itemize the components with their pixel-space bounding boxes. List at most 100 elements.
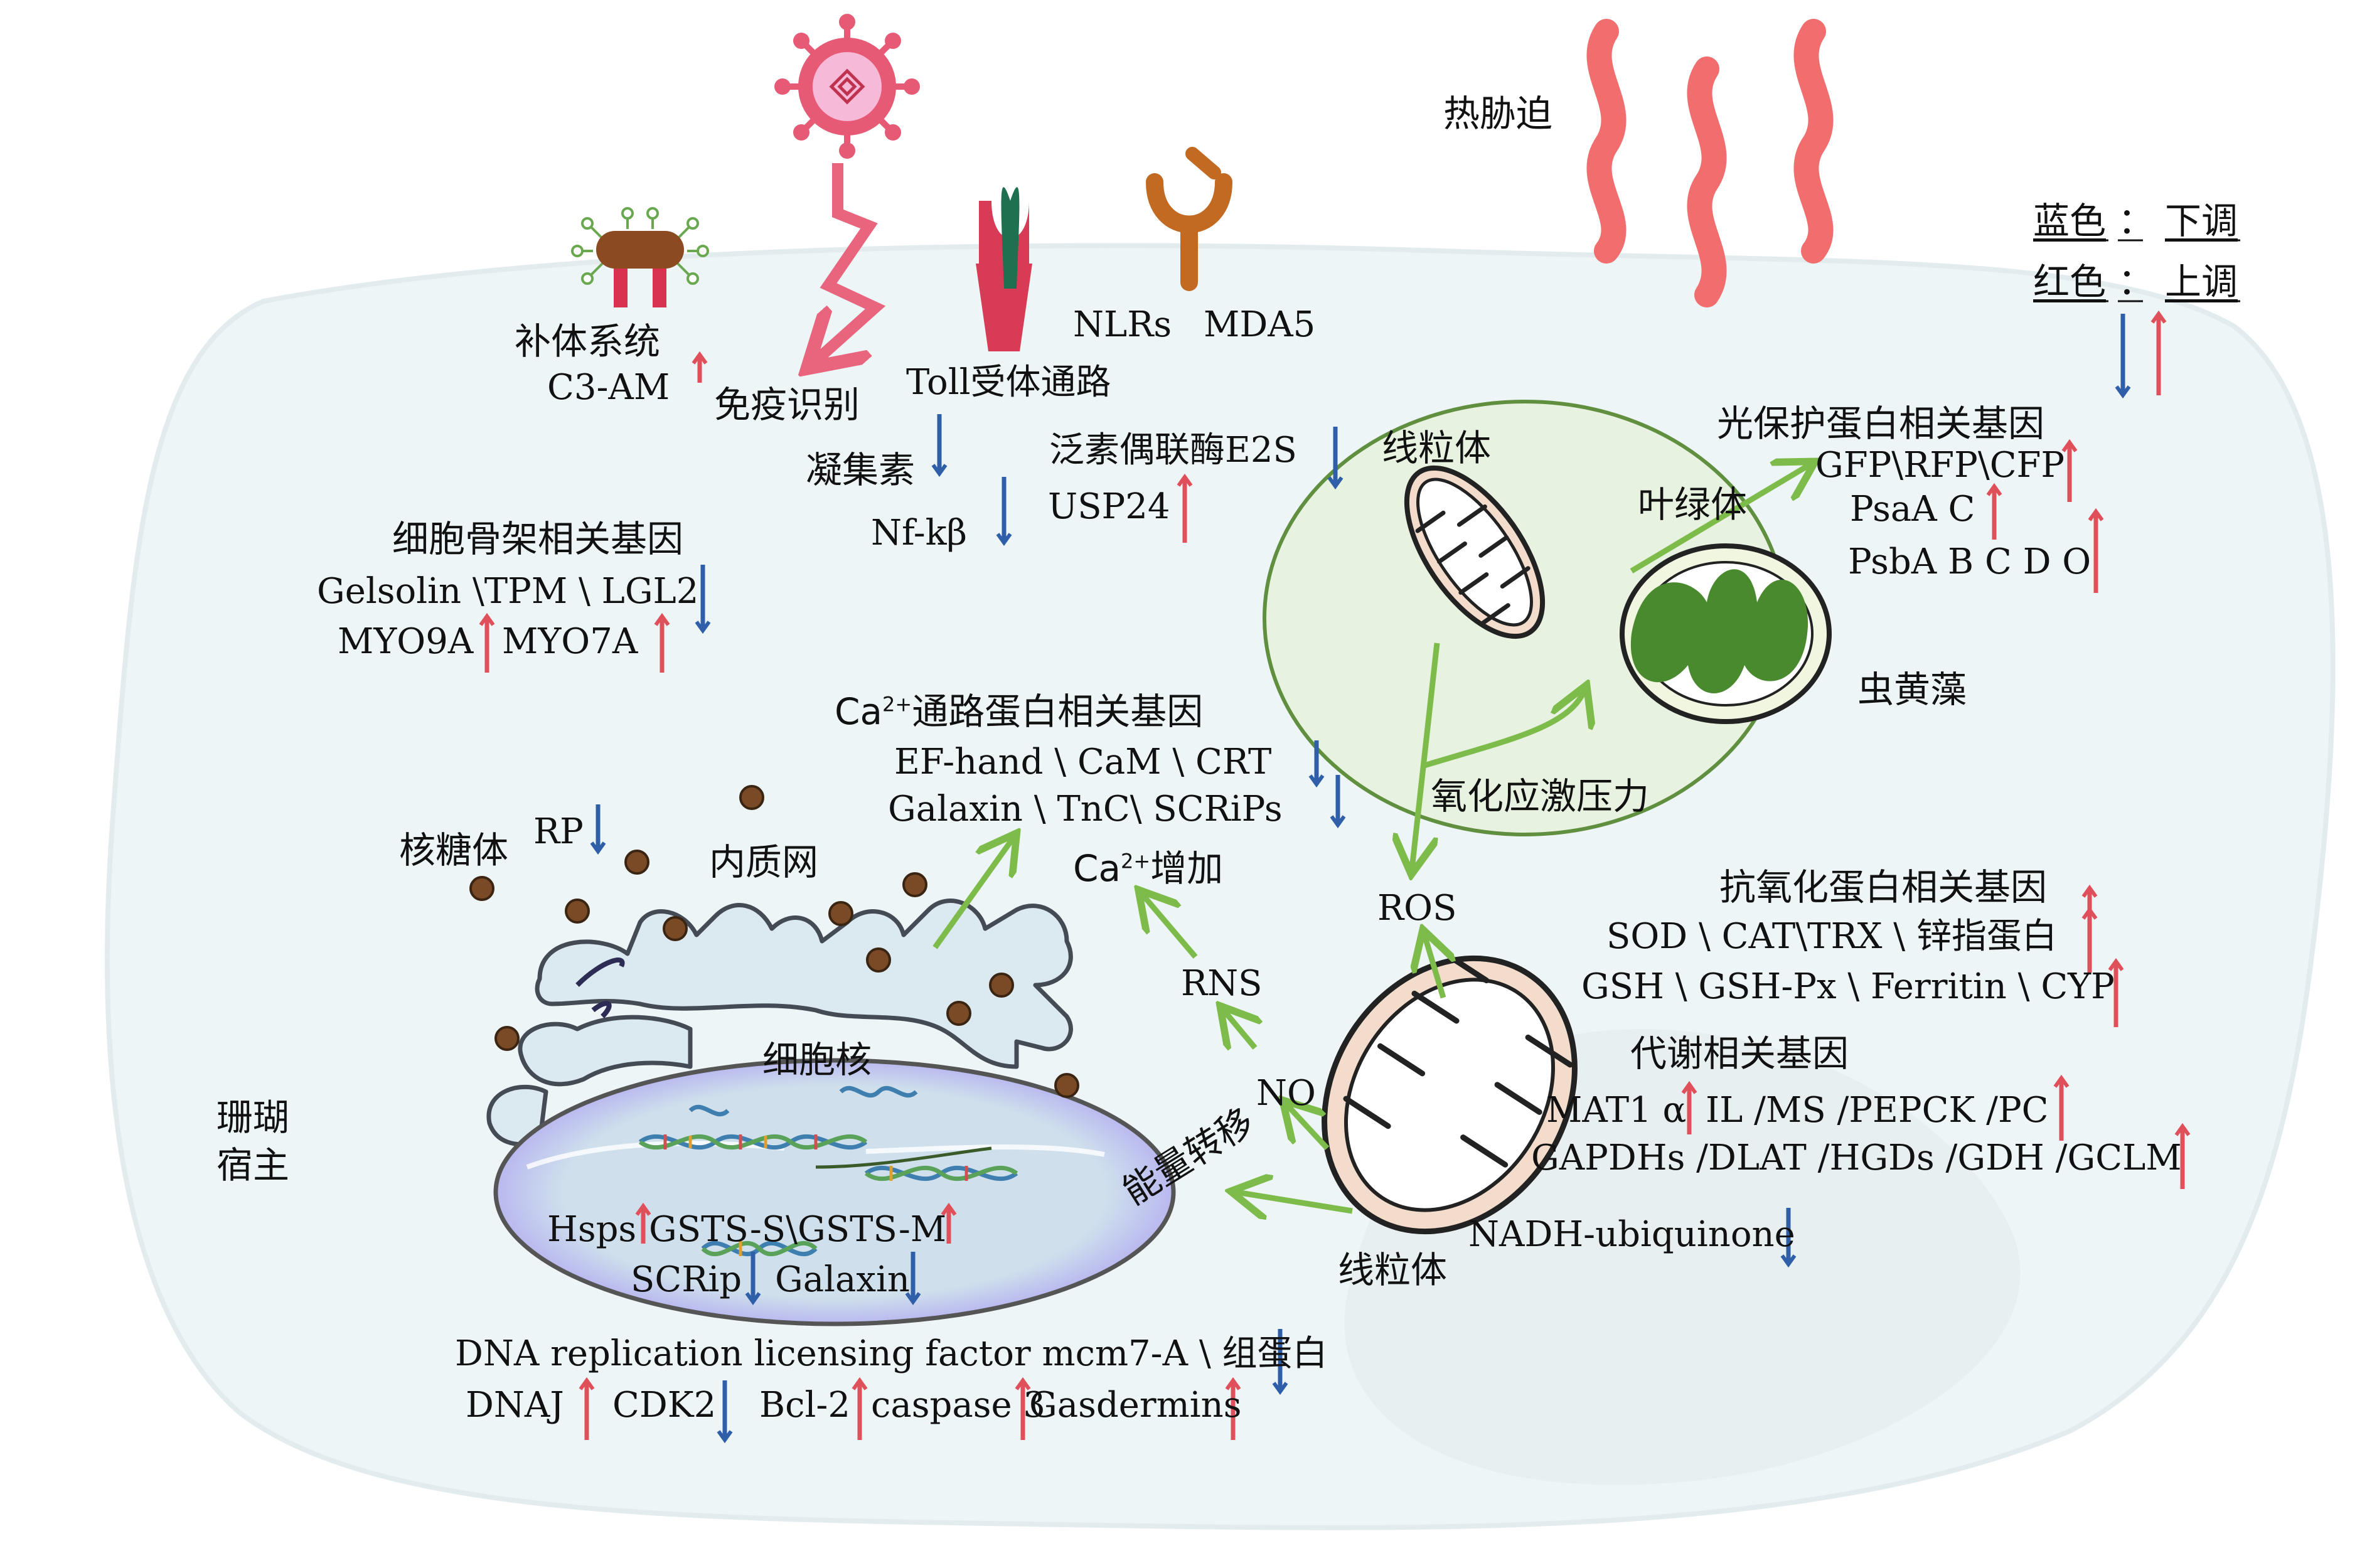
down-arrow-nfkb — [996, 477, 1012, 547]
mitochondrion-bottom-label: 线粒体 — [1338, 1249, 1448, 1291]
complement-system-label: 补体系统 — [515, 320, 661, 363]
cytoskeleton-title: 细胞骨架相关基因 — [392, 518, 684, 560]
nlr-receptor-icon — [1146, 147, 1232, 291]
legend-red-meaning: 上调 — [2165, 260, 2238, 303]
ca-increase-label: Ca2+增加 — [1073, 850, 1223, 887]
scrip-label: SCRip — [631, 1259, 742, 1300]
dna-rep-label: DNA replication licensing factor mcm7-A … — [455, 1333, 1328, 1374]
chloroplast-label: 叶绿体 — [1638, 483, 1748, 526]
er-detail — [575, 957, 625, 1018]
up-arrow-psaa — [1986, 483, 2002, 540]
mat1-label: MAT1 α — [1546, 1090, 1687, 1131]
ribosomes — [469, 785, 1079, 1098]
immune-recognition-label: 免疫识别 — [714, 383, 860, 426]
gapdh-label: GAPDHs /DLAT /HGDs /GDH /GCLM — [1531, 1138, 2182, 1178]
usp24-label: USP24 — [1048, 486, 1170, 527]
up-arrow-il — [2053, 1074, 2070, 1141]
legend-red-colon: ： — [2118, 260, 2155, 303]
up-arrow-c3am — [692, 351, 708, 383]
coral-host-label-2: 宿主 — [216, 1144, 290, 1187]
gsh-label: GSH \ GSH-Px \ Ferritin \ CYP — [1581, 966, 2115, 1007]
photoprotection-title: 光保护蛋白相关基因 — [1717, 402, 2045, 445]
gelsolin-label: Gelsolin \TPM \ LGL2 — [317, 571, 699, 612]
ubiquitin-e2s-label: 泛素偶联酶E2S — [1049, 430, 1297, 471]
regulation-arrows — [479, 310, 2191, 1444]
lectin-label: 凝集素 — [806, 449, 916, 491]
down-arrow-rp — [590, 804, 606, 855]
up-arrow-dnaj — [579, 1377, 595, 1440]
sod-label: SOD \ CAT\TRX \ 锌指蛋白 — [1606, 916, 2057, 957]
ca-pathway-title-sup: 2+ — [882, 692, 912, 717]
galaxin-label: Galaxin — [775, 1259, 910, 1300]
ca-pathway-title-text: 通路蛋白相关基因 — [912, 690, 1204, 733]
up-arrow-bcl2 — [852, 1377, 868, 1440]
psaa-label: PsaA C — [1850, 489, 1975, 530]
c3am-label: C3-AM — [547, 367, 670, 408]
oxidative-stress-label: 氧化应激压力 — [1431, 775, 1650, 818]
mitochondrion-bottom — [1322, 955, 1578, 1235]
process-arrows — [932, 464, 1810, 1211]
psba-label: PsbA B C D O — [1848, 541, 2092, 582]
nfkb-label: Nf-kβ — [871, 513, 967, 553]
down-arrow-ubiquitin-e2s — [1327, 427, 1344, 490]
ca-pathway-title-ca: Ca — [835, 690, 883, 733]
il-label: IL /MS /PEPCK /PC — [1706, 1090, 2049, 1131]
cdk2-label: CDK2 — [612, 1385, 717, 1426]
up-arrow-psba — [2088, 508, 2104, 593]
rp-label: RP — [533, 811, 584, 852]
down-arrow-lectin — [931, 414, 948, 477]
up-arrow-gapdh — [2174, 1123, 2191, 1189]
legend-blue-colon: ： — [2118, 200, 2155, 242]
legend-underlines — [2033, 239, 2240, 302]
er-label: 内质网 — [709, 841, 819, 883]
nucleus-label: 细胞核 — [762, 1038, 872, 1081]
heat-waves-icon — [1586, 19, 1834, 307]
down-arrow-legend-blue — [2115, 314, 2131, 399]
ros-label: ROS — [1377, 888, 1457, 929]
antioxidant-title: 抗氧化蛋白相关基因 — [1719, 866, 2048, 909]
dnaj-label: DNAJ — [466, 1385, 564, 1426]
myo9a-label: MYO9A — [338, 621, 474, 662]
gsts-label: GSTS-S\GSTS-M — [649, 1209, 947, 1250]
gfp-label: GFP\RFP\CFP — [1815, 445, 2065, 486]
mitochondrion-top — [1404, 465, 1546, 639]
down-arrow-galaxin — [905, 1252, 921, 1306]
down-arrow-dna-rep — [1272, 1329, 1288, 1395]
down-arrow-cdk2 — [717, 1380, 733, 1444]
hsps-label: Hsps — [547, 1209, 637, 1250]
up-arrow-myo7a — [654, 612, 670, 673]
nucleus — [493, 1058, 1176, 1326]
nlrs-label: NLRs — [1073, 304, 1172, 345]
mda5-label: MDA5 — [1204, 304, 1316, 345]
bcl2-label: Bcl-2 — [759, 1385, 850, 1426]
ca-pathway-title: Ca2+通路蛋白相关基因 — [835, 693, 1203, 730]
mitochondrion-top-label: 线粒体 — [1382, 427, 1492, 469]
legend-blue-label: 蓝色 — [2033, 200, 2107, 242]
up-arrow-hsps — [635, 1202, 651, 1244]
ca-increase-sup: 2+ — [1121, 849, 1151, 873]
up-arrow-gfp — [2061, 439, 2078, 502]
up-arrow-sod — [2081, 906, 2098, 973]
gasdermins-label: Gasdermins — [1029, 1385, 1242, 1426]
up-arrow-gsts — [941, 1202, 957, 1244]
heat-stress-label: 热胁迫 — [1443, 92, 1553, 135]
complement-system-icon — [571, 207, 709, 307]
down-arrow-galaxin-tnc — [1330, 775, 1346, 829]
nadh-label: NADH-ubiquinone — [1468, 1214, 1795, 1255]
up-arrow-mat1 — [1681, 1080, 1697, 1134]
efhand-label: EF-hand \ CaM \ CRT — [894, 742, 1272, 782]
down-arrow-efhand — [1308, 740, 1325, 788]
up-arrow-legend-red — [2150, 310, 2167, 395]
chloroplast — [1620, 543, 1832, 724]
rns-label: RNS — [1181, 963, 1263, 1004]
ca-increase-ca: Ca — [1073, 847, 1121, 890]
caspase-label: caspase 3 — [871, 1385, 1046, 1426]
coral-host-label-1: 珊瑚 — [216, 1096, 290, 1139]
legend-red-label: 红色 — [2033, 260, 2107, 303]
down-arrow-scrip — [745, 1252, 761, 1306]
zooxanthellae-label: 虫黄藻 — [1857, 668, 1967, 711]
metabolism-title: 代谢相关基因 — [1630, 1032, 1849, 1075]
immune-recognition-signal — [816, 163, 886, 361]
no-label: NO — [1256, 1073, 1316, 1114]
toll-pathway-label: Toll受体通路 — [906, 362, 1111, 403]
